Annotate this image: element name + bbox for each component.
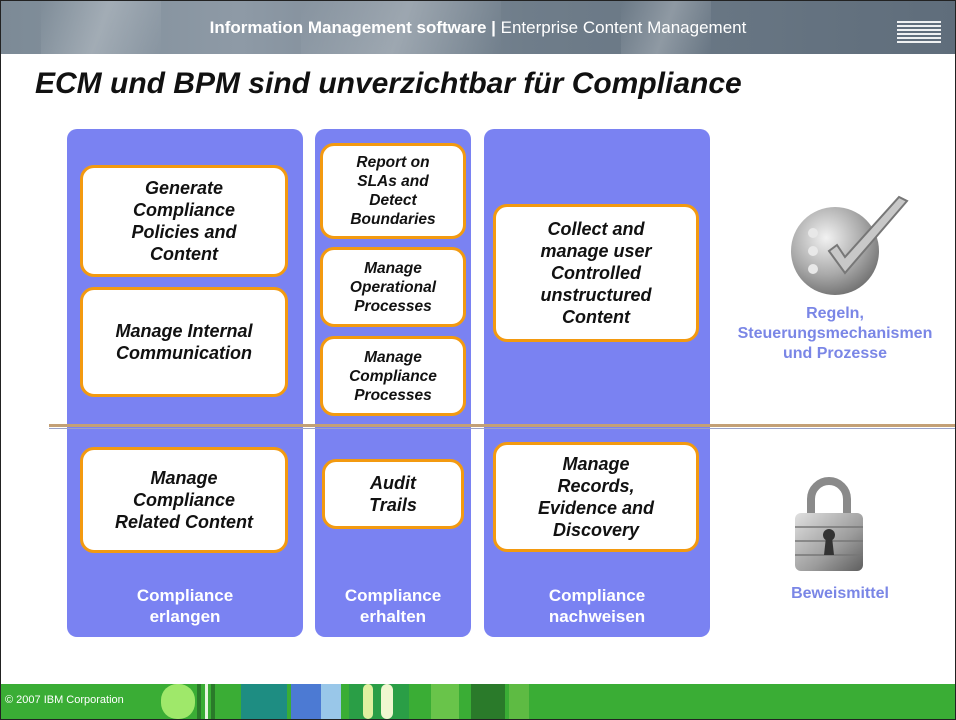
column-label-nachweisen: Compliance nachweisen [548,586,646,626]
header-bar: Information Management software | Enterp… [1,1,955,54]
box-compliance-processes: Manage Compliance Processes [320,336,466,416]
footer-bar: © 2007 IBM Corporation [1,684,955,719]
box-manage-related-content: Manage Compliance Related Content [80,447,288,553]
copyright: © 2007 IBM Corporation [5,694,124,706]
label-beweismittel: Beweismittel [791,585,889,602]
header-area: Enterprise Content Management [495,18,747,37]
slide-title: ECM und BPM sind unverzichtbar für Compl… [35,67,742,100]
column-label-erhalten: Compliance erhalten [344,586,442,626]
box-report-slas: Report on SLAs and Detect Boundaries [320,143,466,239]
column-erlangen: Generate Compliance Policies and Content… [67,129,303,637]
box-collect-manage: Collect and manage user Controlled unstr… [493,204,699,342]
label-regeln: Regeln, Steuerungsmechanismen und Prozes… [737,305,933,362]
ibm-logo [897,21,941,45]
section-divider [49,424,955,427]
checkmark-icon [791,195,909,295]
box-manage-records: Manage Records, Evidence and Discovery [493,442,699,552]
column-label-erlangen: Compliance erlangen [136,586,234,626]
padlock-icon [795,477,863,571]
header-product: Information Management software | [209,18,496,37]
column-erhalten: Report on SLAs and Detect Boundaries Man… [315,129,471,637]
box-generate-policies: Generate Compliance Policies and Content [80,165,288,277]
box-manage-internal-communication: Manage Internal Communication [80,287,288,397]
column-nachweisen: Collect and manage user Controlled unstr… [484,129,710,637]
box-audit-trails: Audit Trails [322,459,464,529]
header-title: Information Management software | Enterp… [1,18,955,38]
box-operational-processes: Manage Operational Processes [320,247,466,327]
